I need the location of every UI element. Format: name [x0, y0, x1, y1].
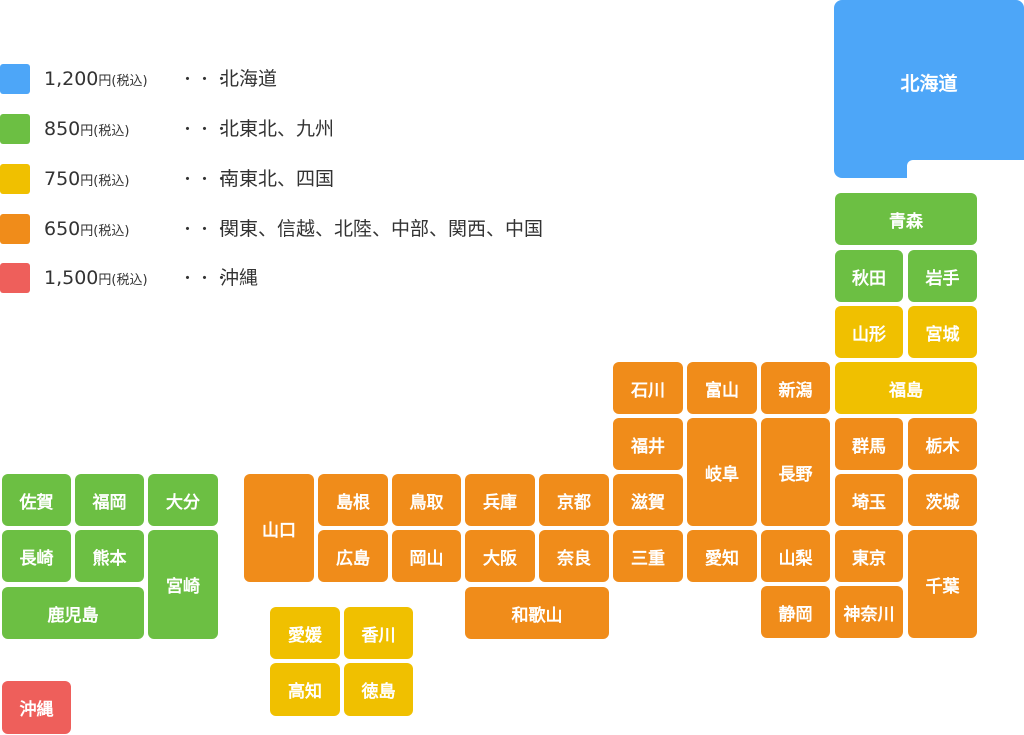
pref-ibaraki[interactable]: 茨城	[908, 474, 977, 526]
legend-swatch	[0, 64, 30, 94]
pref-kumamoto[interactable]: 熊本	[75, 530, 144, 582]
pref-shimane[interactable]: 島根	[318, 474, 388, 526]
hokkaido-notch	[907, 160, 1024, 180]
pref-kanagawa[interactable]: 神奈川	[835, 586, 903, 638]
legend-price: 750円(税込)	[44, 168, 130, 190]
pref-yamanashi[interactable]: 山梨	[761, 530, 830, 582]
legend-regions: 南東北、四国	[220, 168, 335, 190]
pref-akita[interactable]: 秋田	[835, 250, 903, 302]
pref-fukuoka[interactable]: 福岡	[75, 474, 144, 526]
pref-nara[interactable]: 奈良	[539, 530, 609, 582]
pref-kagoshima[interactable]: 鹿児島	[2, 587, 144, 639]
pref-ishikawa[interactable]: 石川	[613, 362, 683, 414]
pref-hyogo[interactable]: 兵庫	[465, 474, 535, 526]
legend-dots: ・・・	[180, 170, 232, 188]
legend-price: 1,500円(税込)	[44, 267, 148, 289]
legend-regions: 関東、信越、北陸、中部、関西、中国	[220, 218, 544, 240]
pref-label: 北海道	[900, 72, 958, 95]
pref-fukui[interactable]: 福井	[613, 418, 683, 470]
pref-gifu[interactable]: 岐阜	[687, 418, 757, 526]
legend-regions: 沖縄	[220, 267, 259, 289]
pref-yamagata[interactable]: 山形	[835, 306, 903, 358]
pref-shizuoka[interactable]: 静岡	[761, 586, 830, 638]
legend-price: 850円(税込)	[44, 118, 130, 140]
pref-nagasaki[interactable]: 長崎	[2, 530, 71, 582]
legend-dots: ・・・	[180, 220, 232, 238]
pref-aomori[interactable]: 青森	[835, 193, 977, 245]
pref-oita[interactable]: 大分	[148, 474, 218, 526]
pref-kyoto[interactable]: 京都	[539, 474, 609, 526]
pref-tottori[interactable]: 鳥取	[392, 474, 461, 526]
legend-dots: ・・・	[180, 269, 232, 287]
pref-aichi[interactable]: 愛知	[687, 530, 757, 582]
pref-gunma[interactable]: 群馬	[835, 418, 903, 470]
pref-yamaguchi[interactable]: 山口	[244, 474, 314, 582]
legend-regions: 北東北、九州	[220, 118, 335, 140]
legend-price: 650円(税込)	[44, 218, 130, 240]
pref-hokkaido[interactable]: 北海道	[834, 0, 1024, 178]
pref-wakayama[interactable]: 和歌山	[465, 587, 609, 639]
legend-swatch	[0, 164, 30, 194]
pref-ehime[interactable]: 愛媛	[270, 607, 340, 659]
legend-price: 1,200円(税込)	[44, 68, 148, 90]
legend-swatch	[0, 114, 30, 144]
pref-tokushima[interactable]: 徳島	[344, 663, 413, 716]
pref-osaka[interactable]: 大阪	[465, 530, 535, 582]
pref-niigata[interactable]: 新潟	[761, 362, 830, 414]
pref-miyagi[interactable]: 宮城	[908, 306, 977, 358]
pref-hiroshima[interactable]: 広島	[318, 530, 388, 582]
pref-miyazaki[interactable]: 宮崎	[148, 530, 218, 639]
pref-tochigi[interactable]: 栃木	[908, 418, 977, 470]
pref-mie[interactable]: 三重	[613, 530, 683, 582]
pref-saitama[interactable]: 埼玉	[835, 474, 903, 526]
pref-iwate[interactable]: 岩手	[908, 250, 977, 302]
pref-tokyo[interactable]: 東京	[835, 530, 903, 582]
pref-shiga[interactable]: 滋賀	[613, 474, 683, 526]
pref-toyama[interactable]: 富山	[687, 362, 757, 414]
pref-nagano[interactable]: 長野	[761, 418, 830, 526]
pref-okayama[interactable]: 岡山	[392, 530, 461, 582]
pref-chiba[interactable]: 千葉	[908, 530, 977, 638]
legend-regions: 北海道	[220, 68, 278, 90]
pref-fukushima[interactable]: 福島	[835, 362, 977, 414]
legend-swatch	[0, 263, 30, 293]
pref-kochi[interactable]: 高知	[270, 663, 340, 716]
pref-kagawa[interactable]: 香川	[344, 607, 413, 659]
legend-swatch	[0, 214, 30, 244]
pref-okinawa[interactable]: 沖縄	[2, 681, 71, 734]
pref-saga[interactable]: 佐賀	[2, 474, 71, 526]
legend-dots: ・・・	[180, 120, 232, 138]
legend-dots: ・・・	[180, 70, 232, 88]
